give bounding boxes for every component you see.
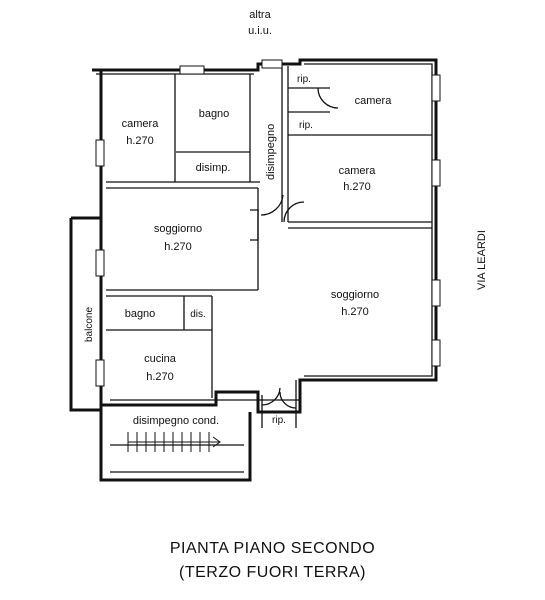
room-cucina-name: cucina: [144, 353, 177, 365]
stair-arrow: [128, 436, 221, 448]
room-camera-1-height: h.270: [126, 135, 154, 147]
room-cucina-height: h.270: [146, 371, 174, 383]
plan-title-line2: (TERZO FUORI TERRA): [179, 564, 366, 581]
balcony-label: balcone: [84, 307, 95, 342]
windows: [95, 59, 441, 387]
outer-walls: [69, 58, 438, 482]
plan-title-line1: PIANTA PIANO SECONDO: [169, 540, 376, 557]
room-bagno-2-name: bagno: [125, 308, 156, 320]
interior-walls: [106, 66, 432, 428]
top-label-line1: altra: [249, 9, 271, 21]
room-rip-2-name: rip.: [299, 120, 313, 131]
top-label-line2: u.i.u.: [248, 25, 272, 37]
room-dis-name: dis.: [190, 309, 206, 320]
room-disimpegno-name: disimpegno: [265, 124, 277, 180]
room-rip-1-name: rip.: [297, 74, 311, 85]
room-disimpegno-cond-name: disimpegno cond.: [133, 415, 219, 427]
room-rip-3-name: rip.: [272, 415, 286, 426]
room-soggiorno-2-height: h.270: [341, 306, 369, 318]
room-soggiorno-1-height: h.270: [164, 241, 192, 253]
street-label: VIA LEARDI: [476, 230, 488, 290]
room-soggiorno-1-name: soggiorno: [154, 223, 202, 235]
room-camera-1-name: camera: [122, 118, 160, 130]
room-camera-3-name: camera: [339, 165, 377, 177]
room-soggiorno-2-name: soggiorno: [331, 289, 379, 301]
room-bagno-1-name: bagno: [199, 108, 230, 120]
room-camera-3-height: h.270: [343, 181, 371, 193]
room-disimp-name: disimp.: [196, 162, 231, 174]
staircase: [127, 432, 221, 452]
room-camera-2-name: camera: [355, 95, 393, 107]
door-swings: [250, 87, 339, 409]
